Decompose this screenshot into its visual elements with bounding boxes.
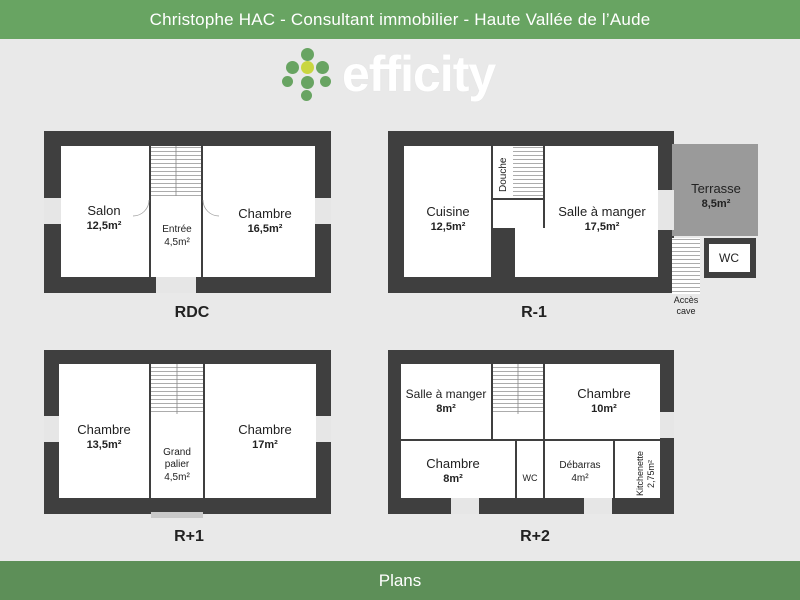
room-chambre-a-area: 13,5m²: [87, 439, 122, 451]
plan-title-r-minus-1: R-1: [521, 304, 547, 321]
footer-banner: Plans: [0, 561, 800, 600]
room-salle-area: 17,5m²: [585, 221, 620, 233]
room-entree-area: 4,5m²: [164, 237, 190, 248]
room-chambre-b-area: 17m²: [252, 439, 278, 451]
header-title: Christophe HAC - Consultant immobilier -…: [149, 9, 651, 29]
logo-wordmark: efficity: [342, 46, 496, 102]
room-salon-name: Salon: [87, 203, 120, 218]
room-cuisine-name: Cuisine: [426, 204, 469, 219]
room-salle-area-r2: 8m²: [436, 403, 456, 415]
room-terrasse-name: Terrasse: [691, 181, 741, 196]
efficity-logo: efficity: [282, 46, 496, 102]
room-chambre-area: 16,5m²: [248, 223, 283, 235]
plan-r-minus-1: Cuisine 12,5m² Douche Salle à manger 17,…: [388, 131, 758, 321]
room-chambre-name: Chambre: [238, 206, 291, 221]
room-chambre-b-area-r2: 8m²: [443, 473, 463, 485]
room-salon-area: 12,5m²: [87, 220, 122, 232]
plan-title-r-plus-1: R+1: [174, 528, 204, 545]
room-kitchenette-name: Kitchenette: [635, 451, 645, 496]
plan-title-rdc: RDC: [175, 304, 210, 321]
room-chambre-b-name: Chambre: [238, 422, 291, 437]
acces-cave-line1: Accès: [674, 295, 699, 305]
plan-title-r-plus-2: R+2: [520, 528, 550, 545]
room-salle-name-r2: Salle à manger: [406, 387, 487, 401]
logo-dots-icon: [282, 48, 334, 101]
plan-r-plus-2: Salle à manger 8m² Chambre 10m² Chambre …: [388, 350, 674, 545]
room-salle-name: Salle à manger: [558, 204, 646, 219]
room-kitchenette-area: 2,75m²: [646, 460, 656, 488]
room-chambre-b-name-r2: Chambre: [426, 456, 479, 471]
room-douche-name: Douche: [498, 157, 509, 192]
room-wc-name-r2: WC: [523, 473, 538, 483]
room-wc-name: WC: [719, 251, 739, 265]
room-cuisine-area: 12,5m²: [431, 221, 466, 233]
room-chambre-a-name: Chambre: [77, 422, 130, 437]
palier-line1: Grand: [163, 447, 191, 458]
room-terrasse-area: 8,5m²: [702, 198, 731, 210]
acces-cave-line2: cave: [676, 306, 695, 316]
palier-area: 4,5m²: [164, 472, 190, 483]
room-entree-name: Entrée: [162, 224, 192, 235]
room-debarras-area: 4m²: [571, 473, 589, 484]
room-debarras-name: Débarras: [559, 460, 600, 471]
header-banner: Christophe HAC - Consultant immobilier -…: [0, 0, 800, 39]
palier-line2: palier: [165, 459, 190, 470]
plan-rdc: Salon 12,5m² Entrée 4,5m² Chambre 16,5m²…: [44, 131, 331, 321]
footer-label: Plans: [378, 570, 422, 590]
room-chambre-a-name-r2: Chambre: [577, 386, 630, 401]
room-chambre-a-area-r2: 10m²: [591, 403, 617, 415]
plan-r-plus-1: Chambre 13,5m² Grand palier 4,5m² Chambr…: [44, 350, 331, 545]
